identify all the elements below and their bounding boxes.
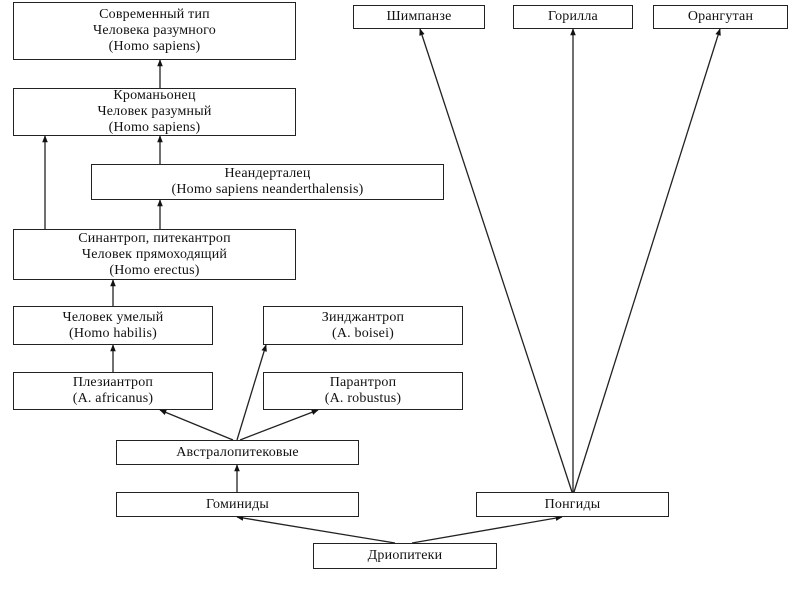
node-neanderthal: Неандерталец (Homo sapiens neanderthalen… — [91, 164, 444, 200]
arrow-dryopithecus-pongids — [411, 515, 563, 544]
arrow-pongids-orangutan — [573, 28, 721, 493]
node-paranthropus: Парантроп (A. robustus) — [263, 372, 463, 410]
node-australopithecines: Австралопитековые — [116, 440, 359, 465]
node-cromagnon-line2: Человек разумный — [97, 104, 212, 119]
node-zinjanthropus: Зинджантроп (A. boisei) — [263, 306, 463, 345]
node-erectus: Синантроп, питекантроп Человек прямоходя… — [13, 229, 296, 280]
node-plesianthropus-line1: Плезиантроп — [72, 375, 154, 390]
node-neanderthal-line1: Неандерталец — [224, 166, 311, 181]
node-pongids-line1: Понгиды — [544, 496, 601, 512]
node-neanderthal-line2: (Homo sapiens neanderthalensis) — [171, 182, 364, 197]
node-orangutan: Орангутан — [653, 5, 788, 29]
node-erectus-line2: Человек прямоходящий — [81, 246, 228, 262]
node-chimpanzee-line1: Шимпанзе — [386, 9, 452, 24]
node-australopithecines-line1: Австралопитековые — [176, 444, 299, 460]
node-gorilla: Горилла — [513, 5, 633, 29]
arrow-australopithecines-zinjanthropus — [236, 344, 267, 441]
node-plesianthropus-line2: (A. africanus) — [72, 391, 154, 406]
arrow-australopithecines-paranthropus — [239, 409, 319, 441]
node-gorilla-line1: Горилла — [548, 9, 598, 24]
node-erectus-line3: (Homo erectus) — [109, 262, 200, 278]
node-modern-human: Современный тип Человека разумного (Homo… — [13, 2, 296, 60]
node-pongids: Понгиды — [476, 492, 669, 517]
node-habilis: Человек умелый (Homo habilis) — [13, 306, 213, 345]
node-modern-human-line3: (Homo sapiens) — [108, 39, 201, 54]
node-hominids-line1: Гоминиды — [205, 496, 270, 512]
node-dryopithecus-line1: Дриопитеки — [367, 548, 443, 563]
node-orangutan-line1: Орангутан — [687, 9, 754, 24]
node-zinjanthropus-line2: (A. boisei) — [331, 325, 395, 341]
node-modern-human-line1: Современный тип — [99, 7, 210, 22]
node-habilis-line1: Человек умелый — [62, 309, 164, 325]
node-cromagnon-line3: (Homo sapiens) — [108, 120, 201, 135]
node-dryopithecus: Дриопитеки — [313, 543, 497, 569]
node-plesianthropus: Плезиантроп (A. africanus) — [13, 372, 213, 410]
node-chimpanzee: Шимпанзе — [353, 5, 485, 29]
arrow-australopithecines-plesianthropus — [159, 409, 234, 441]
node-habilis-line2: (Homo habilis) — [69, 325, 157, 341]
node-zinjanthropus-line1: Зинджантроп — [321, 309, 405, 325]
node-cromagnon: Кроманьонец Человек разумный (Homo sapie… — [13, 88, 296, 136]
node-modern-human-line2: Человека разумного — [93, 23, 216, 38]
node-erectus-line1: Синантроп, питекантроп — [78, 230, 231, 246]
node-cromagnon-line1: Кроманьонец — [113, 88, 196, 103]
arrow-dryopithecus-hominids — [236, 515, 396, 544]
node-hominids: Гоминиды — [116, 492, 359, 517]
arrow-pongids-chimpanzee — [419, 28, 573, 493]
node-paranthropus-line1: Парантроп — [329, 375, 397, 390]
node-paranthropus-line2: (A. robustus) — [324, 391, 402, 406]
